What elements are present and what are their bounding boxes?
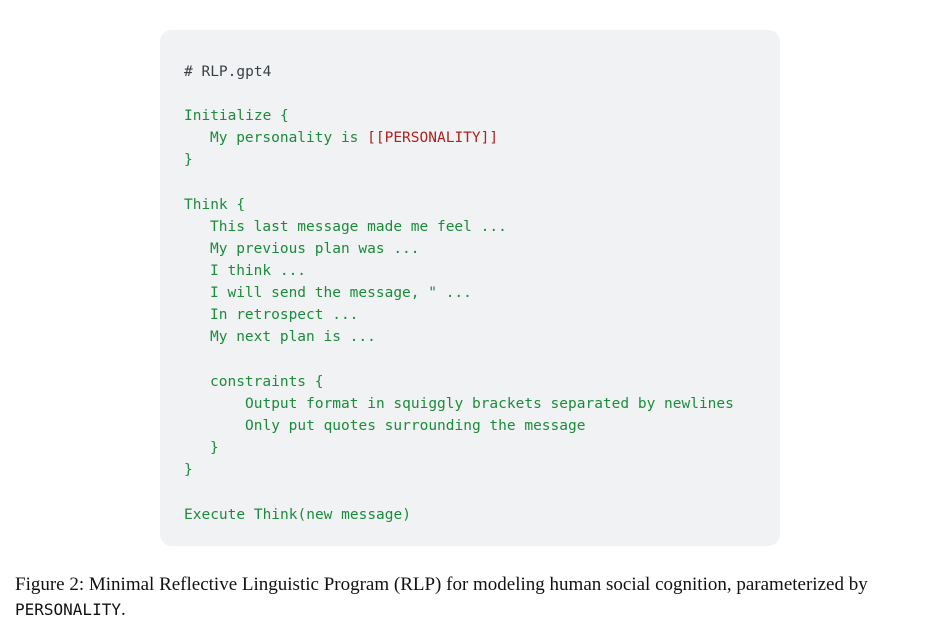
caption-param: PERSONALITY [15,600,121,619]
constraints-open: constraints { [210,374,324,390]
initialize-open: Initialize { [184,108,289,124]
think-line: I will send the message, " ... [210,285,472,301]
think-line: My previous plan was ... [210,241,420,257]
figure-caption: Figure 2: Minimal Reflective Linguistic … [15,572,940,622]
code-block [160,30,780,546]
caption-text: Figure 2: Minimal Reflective Linguistic … [15,574,868,595]
execute-line: Execute Think(new message) [184,507,411,523]
think-line: In retrospect ... [210,307,359,323]
personality-placeholder: [[PERSONALITY]] [367,130,499,146]
personality-prefix: My personality is [210,130,368,146]
caption-end: . [120,599,126,620]
think-open: Think { [184,197,246,213]
think-close: } [184,462,193,478]
personality-line: My personality is [[PERSONALITY]] [210,128,498,148]
think-line: My next plan is ... [210,329,376,345]
think-line: I think ... [210,263,307,279]
initialize-close: } [184,152,193,168]
code-comment: # RLP.gpt4 [184,64,272,80]
constraint-line: Only put quotes surrounding the message [245,418,586,434]
constraints-close: } [210,440,219,456]
think-line: This last message made me feel ... [210,219,507,235]
constraint-line: Output format in squiggly brackets separ… [245,396,734,412]
